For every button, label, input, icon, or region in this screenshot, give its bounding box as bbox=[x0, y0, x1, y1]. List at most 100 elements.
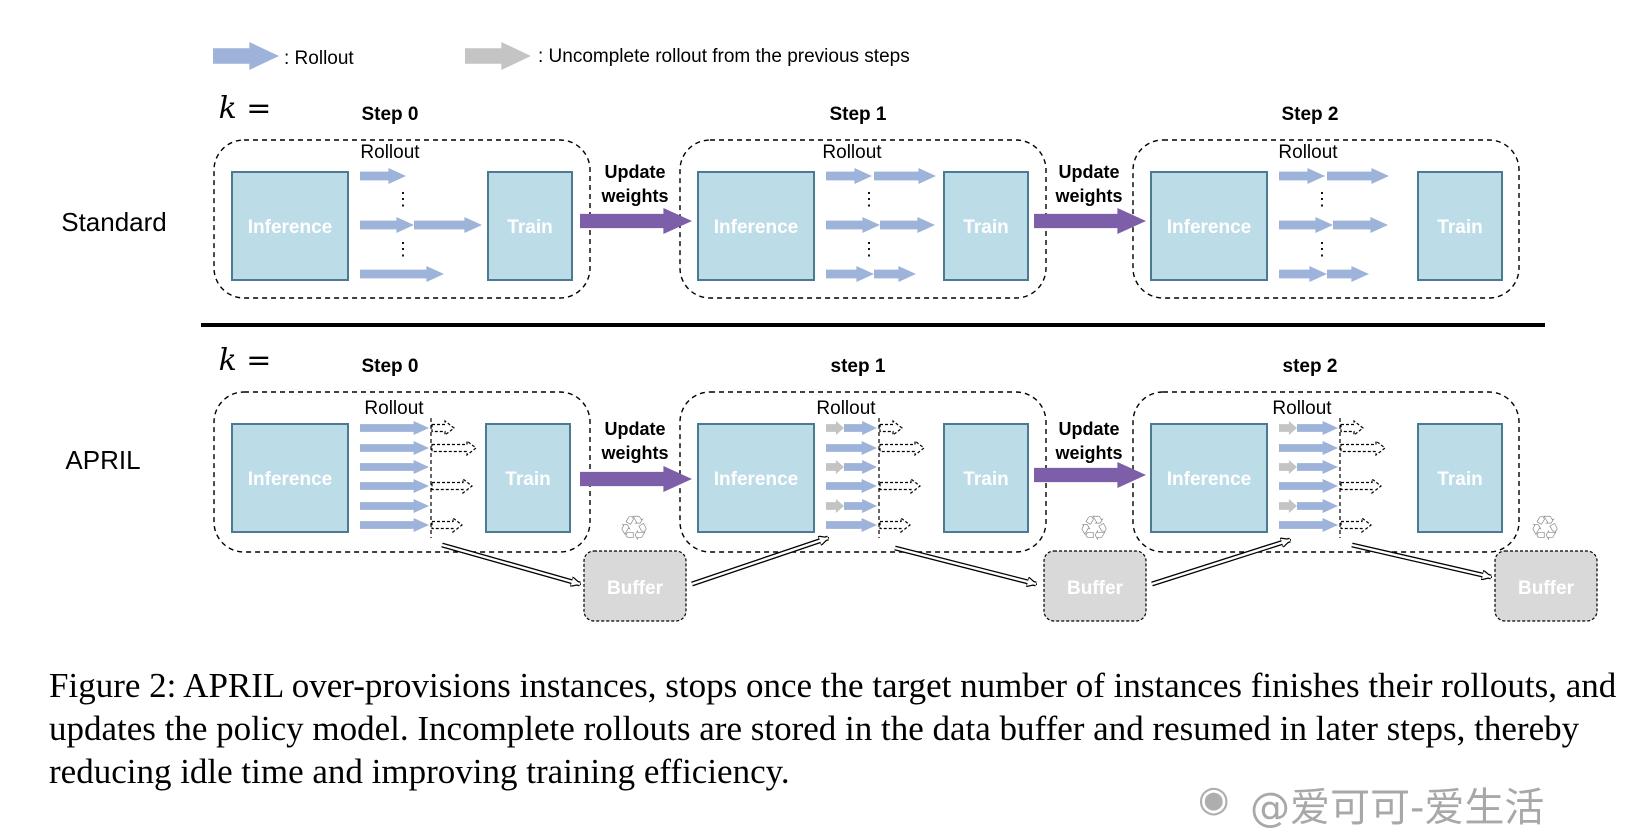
standard-rollout-arrow bbox=[826, 217, 880, 233]
standard-ellipsis: ⋮ bbox=[860, 189, 878, 209]
recycle-icon: ♲ bbox=[1079, 510, 1109, 548]
standard-rollout-arrow bbox=[826, 266, 874, 282]
april-buffer-box bbox=[1494, 550, 1598, 622]
weibo-icon: ◉ bbox=[1198, 778, 1230, 819]
standard-rollout-arrow bbox=[1333, 217, 1388, 233]
standard-rollout-arrow bbox=[1279, 168, 1325, 184]
watermark: @爱可可-爱生活 bbox=[1250, 785, 1545, 831]
standard-rollout-arrow bbox=[1279, 217, 1333, 233]
april-train-box bbox=[485, 423, 571, 533]
standard-train-box bbox=[1417, 171, 1503, 281]
april-update-weights-label: weights bbox=[600, 443, 668, 463]
standard-inference-box bbox=[1150, 171, 1268, 281]
april-dashed-arrow bbox=[879, 439, 925, 457]
april-inference-box bbox=[697, 423, 815, 533]
standard-inference-box-label: Inference bbox=[714, 217, 798, 238]
k-label-standard: k = bbox=[219, 91, 272, 126]
april-rollout-arrow bbox=[1279, 441, 1338, 455]
april-train-box-label: Train bbox=[963, 469, 1008, 490]
standard-rollout-arrow bbox=[414, 217, 482, 233]
april-dashed-arrow bbox=[879, 516, 911, 534]
standard-ellipsis: ⋮ bbox=[1313, 239, 1331, 259]
april-dashed-arrow bbox=[1340, 516, 1372, 534]
standard-update-weights-label: Update bbox=[604, 162, 665, 182]
april-step-frame bbox=[213, 391, 591, 553]
buffer-flow-arrow-inner bbox=[1351, 543, 1492, 579]
april-rollout-arrow bbox=[826, 479, 877, 493]
standard-update-weights-label: Update bbox=[1058, 162, 1119, 182]
standard-update-weights-arrow bbox=[580, 208, 692, 234]
april-incomplete-arrow bbox=[1279, 499, 1297, 513]
april-rollout-arrow bbox=[1297, 499, 1338, 513]
april-step-frame bbox=[679, 391, 1047, 553]
april-update-weights-arrow bbox=[580, 466, 692, 492]
april-rollout-arrow bbox=[844, 460, 877, 474]
standard-step-title: Step 0 bbox=[361, 104, 418, 125]
row-label-april: APRIL bbox=[65, 445, 140, 475]
april-update-weights-label: Update bbox=[604, 419, 665, 439]
standard-rollout-label: Rollout bbox=[1278, 142, 1338, 163]
april-step-title: step 1 bbox=[831, 356, 886, 377]
april-update-weights-label: weights bbox=[1054, 443, 1122, 463]
april-rollout-arrow bbox=[1279, 479, 1338, 493]
k-label-april: k = bbox=[219, 343, 272, 378]
standard-train-box bbox=[487, 171, 573, 281]
april-buffer-box bbox=[583, 550, 687, 622]
april-dashed-arrow bbox=[879, 477, 921, 495]
april-dashed-arrow bbox=[431, 439, 477, 457]
figure-caption: Figure 2: APRIL over-provisions instance… bbox=[49, 666, 1617, 791]
standard-update-weights-label: weights bbox=[1054, 186, 1122, 206]
buffer-flow-arrow-inner bbox=[441, 543, 581, 586]
april-buffer-label: Buffer bbox=[607, 578, 664, 599]
legend-rollout-arrow bbox=[213, 42, 279, 70]
row-label-standard: Standard bbox=[61, 207, 167, 237]
april-step-title: step 2 bbox=[1283, 356, 1338, 377]
april-rollout-arrow bbox=[360, 421, 429, 435]
april-rollout-arrow bbox=[826, 518, 877, 532]
april-dashed-arrow bbox=[431, 477, 473, 495]
standard-update-weights-label: weights bbox=[600, 186, 668, 206]
april-dashed-arrow bbox=[1340, 477, 1382, 495]
standard-rollout-arrow bbox=[826, 168, 872, 184]
legend-rollout-label: : Rollout bbox=[284, 48, 354, 69]
standard-rollout-arrow bbox=[1327, 168, 1389, 184]
april-rollout-label: Rollout bbox=[1272, 398, 1332, 419]
april-dashed-arrow bbox=[431, 516, 463, 534]
april-train-box-label: Train bbox=[505, 469, 550, 490]
legend-incomplete-label: : Uncomplete rollout from the previous s… bbox=[538, 46, 910, 67]
standard-rollout-arrow bbox=[1279, 266, 1327, 282]
buffer-flow-arrow-inner bbox=[691, 536, 829, 586]
april-rollout-arrow bbox=[360, 441, 429, 455]
april-rollout-arrow bbox=[1297, 421, 1338, 435]
april-rollout-arrow bbox=[360, 499, 429, 513]
april-incomplete-arrow bbox=[1279, 460, 1297, 474]
standard-rollout-arrow bbox=[1327, 266, 1369, 282]
standard-inference-box-label: Inference bbox=[248, 217, 332, 238]
april-inference-box bbox=[1150, 423, 1268, 533]
standard-rollout-label: Rollout bbox=[822, 142, 882, 163]
april-rollout-arrow bbox=[826, 441, 877, 455]
standard-rollout-arrow bbox=[874, 168, 936, 184]
legend-incomplete-arrow bbox=[465, 42, 531, 70]
standard-train-box-label: Train bbox=[1437, 217, 1482, 238]
standard-rollout-arrow bbox=[360, 217, 414, 233]
buffer-flow-arrow-inner bbox=[1151, 538, 1291, 586]
standard-step-title: Step 2 bbox=[1281, 104, 1338, 125]
april-rollout-arrow bbox=[1297, 460, 1338, 474]
standard-step-title: Step 1 bbox=[829, 104, 886, 125]
april-inference-box-label: Inference bbox=[714, 469, 798, 490]
standard-train-box bbox=[943, 171, 1029, 281]
april-train-box-label: Train bbox=[1437, 469, 1482, 490]
april-rollout-label: Rollout bbox=[364, 398, 424, 419]
standard-train-box-label: Train bbox=[963, 217, 1008, 238]
april-step-frame bbox=[1132, 391, 1520, 553]
april-incomplete-arrow bbox=[826, 421, 844, 435]
april-rollout-arrow bbox=[844, 499, 877, 513]
standard-rollout-arrow bbox=[880, 217, 935, 233]
april-inference-box-label: Inference bbox=[248, 469, 332, 490]
standard-train-box-label: Train bbox=[507, 217, 552, 238]
april-step-title: Step 0 bbox=[361, 356, 418, 377]
april-train-box bbox=[943, 423, 1029, 533]
standard-rollout-arrow bbox=[874, 266, 916, 282]
